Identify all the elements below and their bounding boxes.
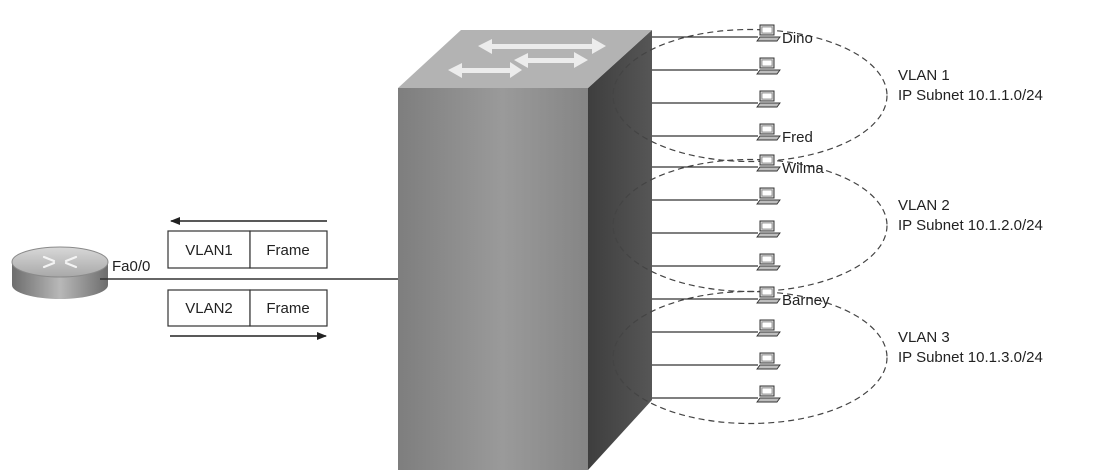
vlan-name: VLAN 1: [898, 67, 950, 84]
pc-icon: [757, 58, 780, 74]
pc-icon: [757, 287, 780, 303]
pc-icon: [757, 25, 780, 41]
pc-icon: [757, 124, 780, 140]
frame-vlan-tag: VLAN2: [185, 300, 233, 317]
frame-vlan-tag: VLAN1: [185, 242, 233, 259]
vlan-subnet: IP Subnet 10.1.3.0/24: [898, 349, 1043, 366]
vlan-boundary: [613, 292, 887, 424]
host-label: Barney: [782, 292, 830, 309]
host-label: Dino: [782, 30, 813, 47]
vlan-boundary: [613, 160, 887, 292]
pc-icon: [757, 320, 780, 336]
pc-icon: [757, 188, 780, 204]
frame-payload: Frame: [266, 242, 309, 259]
router-interface-label: Fa0/0: [112, 258, 150, 275]
pc-icon: [757, 91, 780, 107]
pc-icon: [757, 155, 780, 171]
vlan-subnet: IP Subnet 10.1.2.0/24: [898, 217, 1043, 234]
vlan-name: VLAN 3: [898, 329, 950, 346]
frame-vlan1: VLAN1 Frame: [168, 221, 327, 268]
frame-vlan2: VLAN2 Frame: [168, 290, 327, 336]
pc-icon: [757, 386, 780, 402]
host-label: Fred: [782, 129, 813, 146]
vlan-subnet: IP Subnet 10.1.1.0/24: [898, 87, 1043, 104]
vlan-name: VLAN 2: [898, 197, 950, 214]
switch-icon: [398, 30, 652, 470]
pc-icon: [757, 353, 780, 369]
vlan-boundary: [613, 30, 887, 162]
frame-payload: Frame: [266, 300, 309, 317]
host-label: Wilma: [782, 160, 824, 177]
pc-icon: [757, 221, 780, 237]
router-icon: [12, 247, 108, 299]
pc-icon: [757, 254, 780, 270]
